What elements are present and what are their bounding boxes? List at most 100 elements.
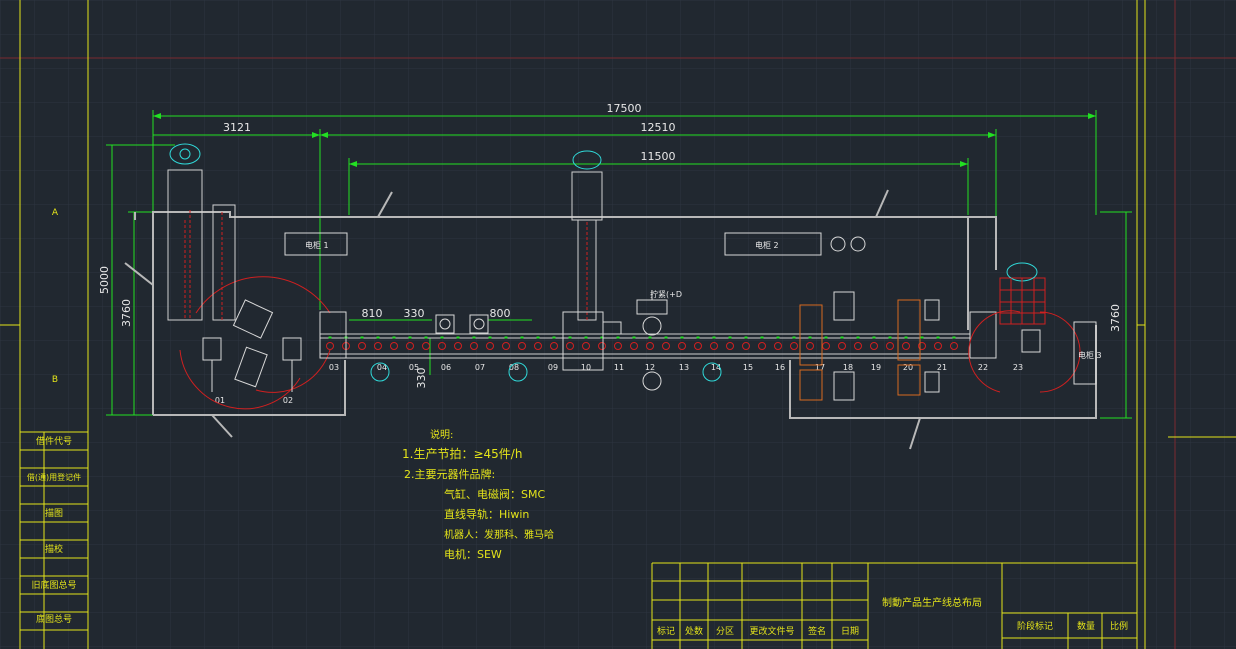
notes: 说明: 1.生产节拍：≥45件/h 2.主要元器件品牌: 气缸、电磁阀：SMC … [402, 428, 554, 561]
pallet-fixture [902, 342, 910, 350]
pallet-fixture [502, 342, 510, 350]
robots-cyan [370, 362, 722, 382]
pallet-sensor [920, 336, 924, 339]
pallet-sensor [472, 336, 476, 339]
change-doc-label: 更改文件号 [749, 625, 794, 637]
pallet-fixture [726, 342, 734, 350]
pallet-sensor [392, 336, 396, 339]
station-label-12: 12 [645, 363, 655, 372]
left-row-1: 借(通)用登记件 [27, 472, 81, 482]
notes-line2: 2.主要元器件品牌: [404, 467, 495, 481]
pallet-fixture [470, 342, 478, 350]
pallet-fixture [422, 342, 430, 350]
sign-label: 签名 [808, 625, 826, 637]
pallet-sensor [376, 336, 380, 339]
pallet-sensor [872, 336, 876, 339]
pallet-fixture [550, 342, 558, 350]
scale-label: 比例 [1110, 620, 1128, 632]
station12-tag: 拧紧(+D [650, 289, 682, 299]
pallet-sensor [568, 336, 572, 339]
pallet-fixture [534, 342, 542, 350]
dim-main-section: 12510 [641, 121, 676, 134]
pallet-sensor [824, 336, 828, 339]
pallet-sensor [328, 336, 332, 339]
notes-line5: 机器人：发那科、雅马哈 [444, 528, 554, 541]
station-label-14: 14 [711, 363, 721, 372]
notes-title: 说明: [430, 428, 453, 441]
right-pallet-grid [1000, 278, 1045, 324]
left-hopper [169, 143, 347, 359]
station-label-11: 11 [614, 363, 624, 372]
pallet-sensor [888, 336, 892, 339]
pallet-fixture [438, 342, 446, 350]
pallet-fixture [710, 342, 718, 350]
dimension-labels: 17500 3121 12510 11500 5000 3760 3760 81… [98, 102, 1122, 389]
notes-line6: 电机：SEW [444, 547, 502, 561]
pallet-sensor [792, 336, 796, 339]
pallet-sensor [712, 336, 716, 339]
cabinet-1 [284, 232, 348, 256]
pallet-sensor [728, 336, 732, 339]
dimension-arrows [153, 113, 1096, 167]
pallet-fixture [854, 342, 862, 350]
left-row-0: 借件代号 [36, 435, 72, 447]
pallet-sensor [440, 336, 444, 339]
pallet-sensor [584, 336, 588, 339]
pallet-sensor [520, 336, 524, 339]
station-label-19: 19 [871, 363, 881, 372]
pallet-fixture [950, 342, 958, 350]
left-robot-cell [167, 169, 331, 410]
quantity-label: 数量 [1077, 620, 1095, 632]
count-label: 处数 [685, 625, 703, 637]
dim-800: 800 [490, 307, 511, 320]
pallet-fixture [518, 342, 526, 350]
pallet-fixture [758, 342, 766, 350]
pallet-sensor [616, 336, 620, 339]
station-label-05: 05 [409, 363, 419, 372]
feed-stations [435, 314, 489, 334]
notes-line3: 气缸、电磁阀：SMC [444, 487, 545, 501]
notes-line4: 直线导轨：Hiwin [444, 507, 529, 521]
pallet-sensor [776, 336, 780, 339]
center-feeder [562, 150, 622, 371]
dim-inner-section: 11500 [641, 150, 676, 163]
pallet-fixture [806, 342, 814, 350]
station-label-18: 18 [843, 363, 853, 372]
pallet-fixture [630, 342, 638, 350]
pallet-sensor [552, 336, 556, 339]
pallet-fixture [886, 342, 894, 350]
pallet-fixture [774, 342, 782, 350]
title-block [651, 562, 1137, 649]
safety-fence [124, 189, 1097, 450]
station-label-17: 17 [815, 363, 825, 372]
pallet-fixture [598, 342, 606, 350]
station-markers [326, 336, 958, 350]
pallet-sensor [360, 336, 364, 339]
pallet-fixture [662, 342, 670, 350]
station-label-10: 10 [581, 363, 591, 372]
station-label-23: 23 [1013, 363, 1023, 372]
station-label-07: 07 [475, 363, 485, 372]
pallet-sensor [424, 336, 428, 339]
pallet-sensor [904, 336, 908, 339]
pallet-sensor [664, 336, 668, 339]
dim-height-right: 3760 [1109, 304, 1122, 332]
pallet-fixture [870, 342, 878, 350]
station-label-09: 09 [548, 363, 558, 372]
pallet-fixture [566, 342, 574, 350]
pallet-sensor [600, 336, 604, 339]
pallet-fixture [454, 342, 462, 350]
dim-330b: 330 [415, 368, 428, 389]
zone-label-a: A [52, 208, 59, 218]
pallet-fixture [390, 342, 398, 350]
pallet-fixture [918, 342, 926, 350]
left-row-4: 旧底图总号 [31, 579, 76, 591]
dim-total: 17500 [607, 102, 642, 115]
station-label-13: 13 [679, 363, 689, 372]
pallet-sensor [952, 336, 956, 339]
zone-col-label: 分区 [716, 626, 734, 637]
drawing-title: 制動产品生产线总布局 [882, 596, 982, 609]
station-label-15: 15 [743, 363, 753, 372]
left-row-2: 描图 [45, 507, 63, 519]
